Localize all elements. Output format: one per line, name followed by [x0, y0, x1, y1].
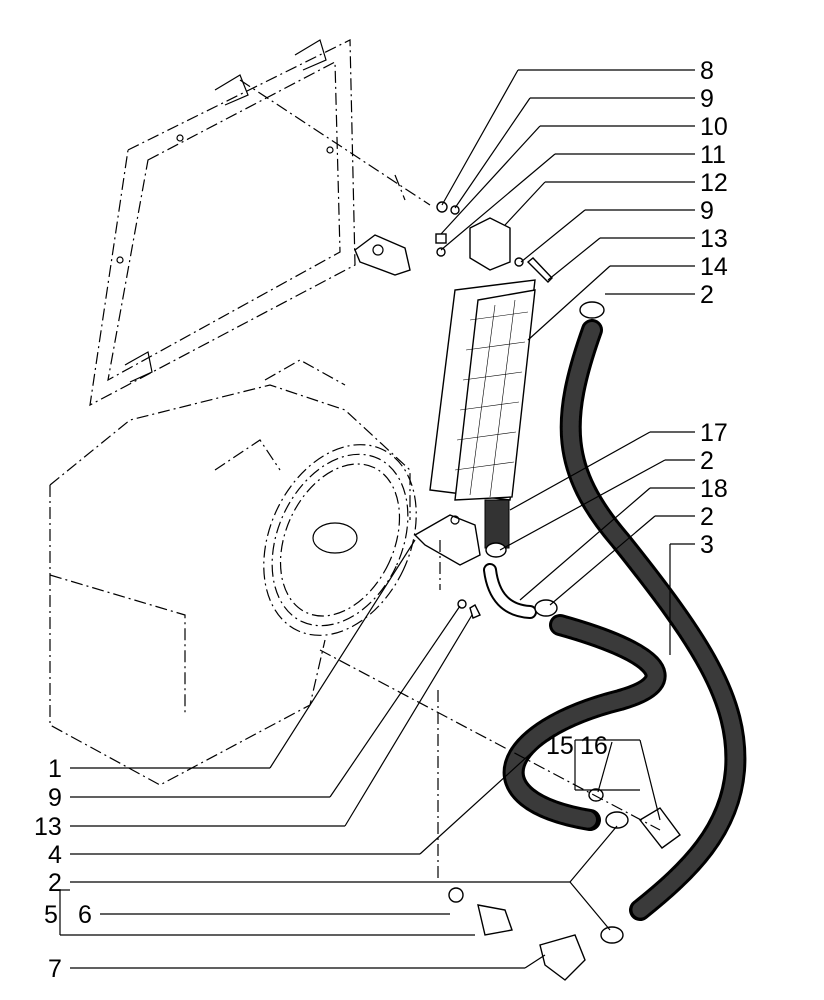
callout-15: 15 — [546, 732, 574, 760]
callout-13-lower: 13 — [34, 813, 62, 841]
callout-labels: 8 9 10 11 12 9 13 14 2 17 2 18 2 3 15 16… — [34, 57, 728, 983]
short-hose-17 — [484, 499, 510, 549]
oil-cooler-14 — [429, 279, 536, 501]
leader-lines — [59, 69, 695, 969]
callout-14: 14 — [700, 253, 728, 281]
hose-4 — [502, 614, 667, 831]
lower-fittings — [448, 887, 586, 981]
assembly-centerlines — [239, 79, 661, 880]
mounting-bracket-12 — [354, 234, 411, 276]
callout-9-upper: 9 — [700, 197, 714, 225]
engine-block — [49, 359, 411, 786]
callout-2-lower: 2 — [48, 869, 62, 897]
callout-9-top: 9 — [700, 85, 714, 113]
callout-18: 18 — [700, 475, 728, 503]
callout-1: 1 — [48, 755, 62, 783]
bolt-13-upper — [514, 257, 553, 283]
callout-8: 8 — [700, 57, 714, 85]
callout-10: 10 — [700, 113, 728, 141]
elbow-pipe-18 — [483, 563, 537, 619]
bolt-13-lower — [457, 599, 481, 619]
callout-13-upper: 13 — [700, 225, 728, 253]
callout-12: 12 — [700, 169, 728, 197]
callout-2-top: 2 — [700, 281, 714, 309]
cooler-lower-bracket — [413, 514, 481, 566]
callout-9-lower: 9 — [48, 784, 62, 812]
flywheel-housing — [263, 444, 417, 636]
callout-4: 4 — [48, 841, 62, 869]
long-hose-3 — [559, 319, 747, 921]
nut-washer-stack — [435, 201, 460, 257]
callout-5: 5 — [44, 901, 58, 929]
callout-17: 17 — [700, 419, 728, 447]
callout-2-mid2: 2 — [700, 503, 714, 531]
callout-16: 16 — [580, 732, 608, 760]
callout-11: 11 — [700, 141, 726, 169]
access-panel-frame — [89, 39, 356, 407]
callout-2-mid1: 2 — [700, 447, 714, 475]
cooler-top-bracket — [469, 217, 511, 271]
callout-7: 7 — [48, 955, 62, 983]
callout-6: 6 — [78, 901, 92, 929]
callout-3: 3 — [700, 531, 714, 559]
adapter-fitting-16 — [588, 788, 681, 849]
